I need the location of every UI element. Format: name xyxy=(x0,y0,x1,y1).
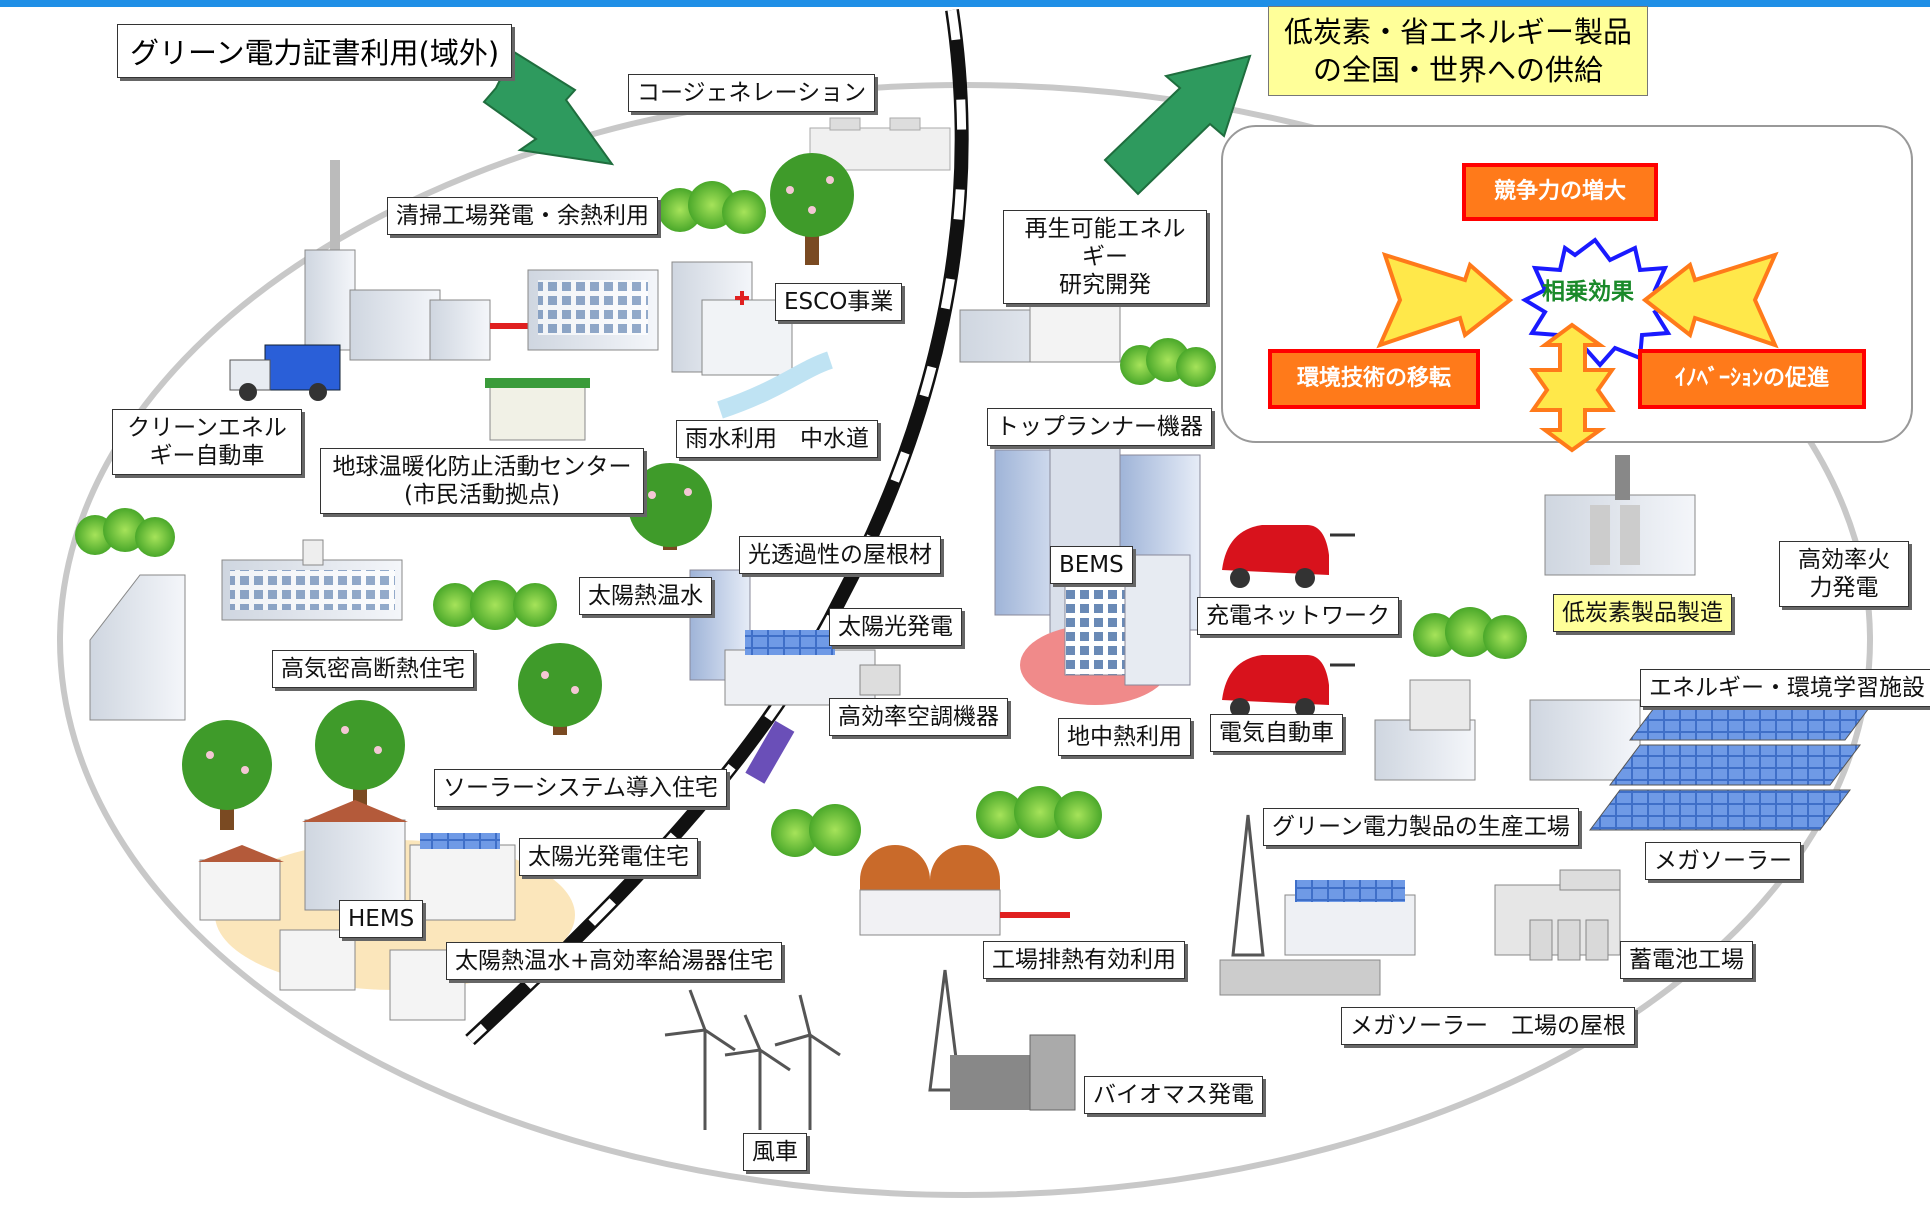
title-green-power-certificate: グリーン電力証書利用(域外) xyxy=(117,24,513,78)
green-arrow-out xyxy=(1103,54,1252,196)
bush xyxy=(1120,338,1216,387)
label-green-car: クリーンエネル ギー自動車 xyxy=(112,409,302,475)
tree xyxy=(315,700,405,805)
tech-transfer-box: 環境技術の移転 xyxy=(1268,349,1480,409)
label-solar-pv: 太陽光発電 xyxy=(829,608,962,646)
bush xyxy=(976,786,1102,839)
right-orange-arrow xyxy=(1641,251,1779,349)
label-green-factory: グリーン電力製品の生産工場 xyxy=(1263,808,1579,846)
label-windmill: 風車 xyxy=(743,1133,807,1171)
supply-line-1: 低炭素・省エネルギー製品 xyxy=(1283,15,1632,49)
label-hems: HEMS xyxy=(339,900,424,938)
label-eco-learning: エネルギー・環境学習施設 xyxy=(1640,669,1930,707)
label-light-roof: 光透過性の屋根材 xyxy=(739,536,941,574)
label-factory-heat: 工場排熱有効利用 xyxy=(983,941,1185,979)
top-accent-bar xyxy=(0,0,1930,7)
label-mega-solar: メガソーラー xyxy=(1645,842,1801,880)
label-esco: ESCO事業 xyxy=(775,283,903,321)
label-geothermal: 地中熱利用 xyxy=(1058,718,1191,756)
supply-line-2: の全国・世界への供給 xyxy=(1312,53,1603,87)
synergy-label: 相乗効果 xyxy=(1542,279,1634,305)
label-low-carbon-mfg: 低炭素製品製造 xyxy=(1553,594,1732,632)
mega-solar-array xyxy=(1589,699,1876,831)
label-incinerator: 清掃工場発電・余熱利用 xyxy=(387,197,658,235)
label-solar-water: 太陽熱温水 xyxy=(579,577,712,615)
green-arrow-in xyxy=(482,50,615,166)
label-biomass: バイオマス発電 xyxy=(1084,1076,1263,1114)
label-warming-center: 地球温暖化防止活動センター (市民活動拠点) xyxy=(320,448,644,514)
windmill xyxy=(664,989,841,1130)
label-ev: 電気自動車 xyxy=(1210,714,1343,752)
bush xyxy=(1413,607,1527,659)
tree xyxy=(518,643,602,735)
electric-car xyxy=(1222,655,1329,718)
tree xyxy=(628,463,712,550)
supply-callout: 低炭素・省エネルギー製品 の全国・世界への供給 xyxy=(1268,6,1648,96)
bush xyxy=(771,804,861,857)
innovation-box: ｲﾉﾍﾞｰｼｮﾝの促進 xyxy=(1638,349,1866,409)
tree xyxy=(770,153,854,265)
bush xyxy=(75,508,175,557)
label-insulated-house: 高気密高断熱住宅 xyxy=(272,650,474,688)
label-bems: BEMS xyxy=(1050,546,1133,584)
center-double-arrow xyxy=(1529,322,1616,453)
bush xyxy=(433,580,557,630)
left-orange-arrow xyxy=(1376,251,1514,349)
competitiveness-box: 競争力の増大 xyxy=(1462,163,1658,221)
label-solar-water-house: 太陽熱温水+高効率給湯器住宅 xyxy=(446,942,783,980)
label-solar-pv-house: 太陽光発電住宅 xyxy=(519,838,698,876)
label-cogeneration: コージェネレーション xyxy=(628,74,876,112)
label-top-runner: トップランナー機器 xyxy=(987,408,1212,446)
biomass-plant xyxy=(928,969,1076,1111)
label-solar-system-house: ソーラーシステム導入住宅 xyxy=(434,769,727,807)
bush xyxy=(658,181,766,234)
label-charging-network: 充電ネットワーク xyxy=(1197,597,1399,635)
label-rainwater: 雨水利用 中水道 xyxy=(676,420,878,458)
label-thermal-power: 高効率火 力発電 xyxy=(1779,541,1909,607)
electric-car xyxy=(1222,525,1329,588)
label-hvac: 高効率空調機器 xyxy=(829,698,1008,736)
label-battery-factory: 蓄電池工場 xyxy=(1620,941,1753,979)
label-mega-solar-roof: メガソーラー 工場の屋根 xyxy=(1341,1007,1635,1045)
label-renewable-rnd: 再生可能エネル ギー 研究開発 xyxy=(1003,210,1207,304)
tree xyxy=(182,720,272,830)
